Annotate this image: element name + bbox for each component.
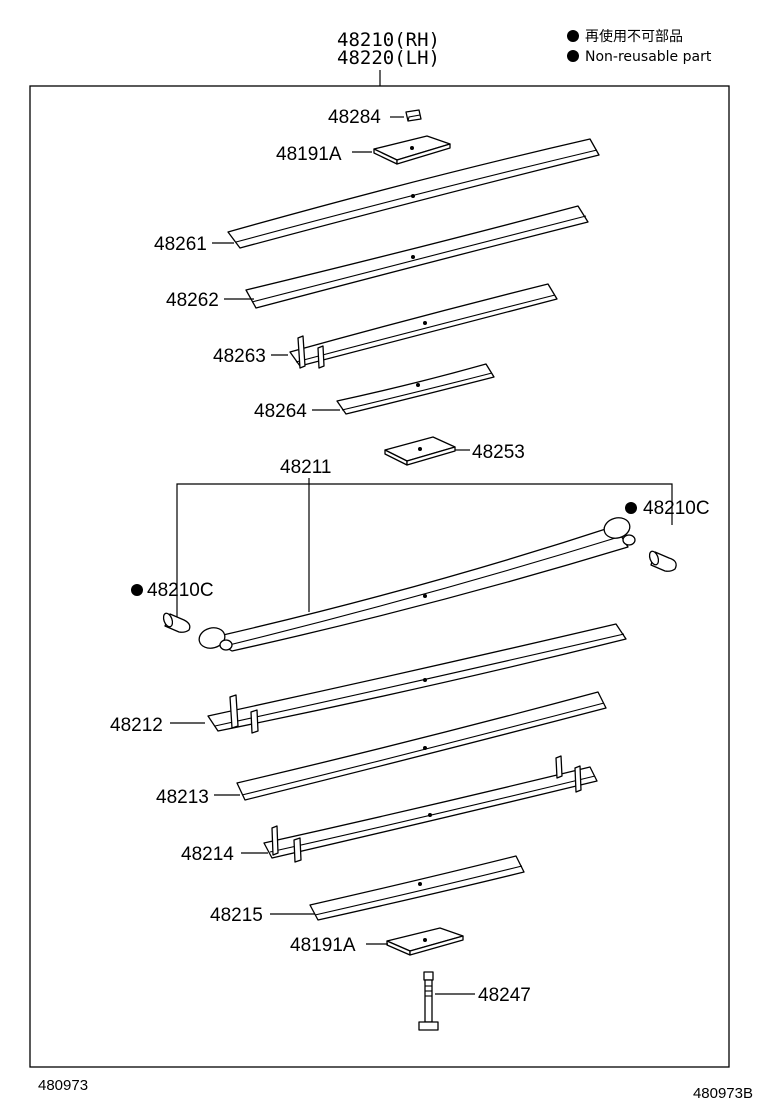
legend-japanese: 再使用不可部品 — [585, 28, 683, 45]
label-48210c-right: 48210C — [643, 498, 710, 519]
label-48211: 48211 — [280, 457, 331, 478]
leaf-48214 — [263, 755, 598, 863]
center-bolt-part — [418, 971, 439, 1031]
non-reusable-marker-icon — [567, 50, 579, 62]
leader-48211-bracket — [176, 483, 673, 618]
leaf-48215 — [309, 855, 525, 921]
non-reusable-marker-icon — [625, 502, 637, 514]
label-48247: 48247 — [478, 985, 531, 1006]
leaf-48213 — [236, 691, 607, 801]
legend-english: Non-reusable part — [585, 49, 712, 65]
label-48284: 48284 — [328, 107, 381, 128]
label-48264: 48264 — [254, 401, 307, 422]
label-48191a-bottom: 48191A — [290, 935, 356, 956]
leaf-48212 — [207, 623, 627, 734]
leaf-48261 — [227, 138, 600, 249]
bushing-right-part — [648, 550, 677, 572]
label-48214: 48214 — [181, 844, 234, 865]
label-48262: 48262 — [166, 290, 219, 311]
spacer-part — [384, 436, 456, 466]
label-48263: 48263 — [213, 346, 266, 367]
assembly-number-rh: 48210(RH) — [337, 29, 440, 51]
diagram-frame — [29, 85, 730, 1068]
clip-bottom-part — [386, 927, 464, 956]
main-leaf-48211 — [198, 517, 636, 652]
label-48213: 48213 — [156, 787, 209, 808]
clip-top-part — [373, 135, 451, 165]
assembly-number-lh: 48220(LH) — [337, 47, 440, 69]
non-reusable-marker-icon — [567, 30, 579, 42]
leaf-48263 — [289, 283, 558, 369]
leaf-48262 — [245, 205, 589, 309]
leaf-48264 — [336, 363, 495, 415]
label-48215: 48215 — [210, 905, 263, 926]
footer-left-code: 480973 — [38, 1077, 88, 1094]
label-48191a-top: 48191A — [276, 144, 342, 165]
bushing-left-part — [162, 612, 191, 633]
footer-right-code: 480973B — [693, 1085, 753, 1102]
label-48212: 48212 — [110, 715, 163, 736]
non-reusable-marker-icon — [131, 584, 143, 596]
label-48261: 48261 — [154, 234, 207, 255]
label-48253: 48253 — [472, 442, 525, 463]
label-48210c-left: 48210C — [147, 580, 214, 601]
nut-part — [405, 109, 422, 122]
